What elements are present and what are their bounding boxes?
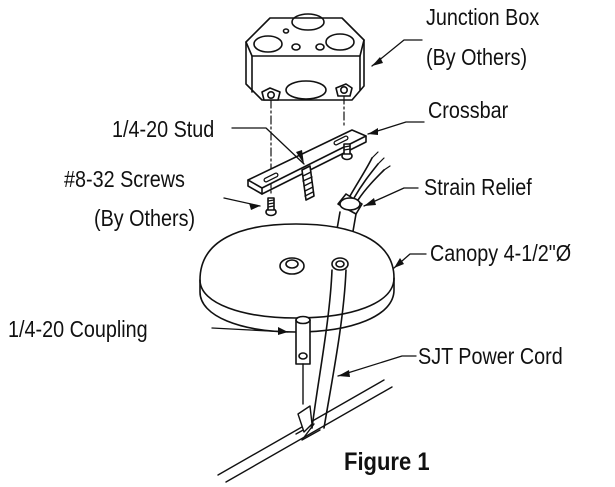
junction-box (245, 13, 365, 101)
junction-box-label-line1: Junction Box (426, 4, 540, 30)
power-cord (311, 269, 347, 429)
ceiling-break-lines (217, 379, 393, 483)
canopy-label: Canopy 4-1/2"Ø (430, 240, 572, 266)
figure-caption: Figure 1 (344, 448, 430, 476)
junction-box-label-line2: (By Others) (426, 44, 528, 70)
canopy (199, 223, 395, 333)
leader-lines (211, 39, 427, 377)
screws-label-line1: #8-32 Screws (64, 166, 185, 192)
strain-relief-label: Strain Relief (424, 174, 532, 200)
crossbar-label: Crossbar (428, 97, 509, 123)
coupling-label: 1/4-20 Coupling (8, 316, 148, 342)
power-cord-label: SJT Power Cord (418, 343, 563, 369)
crossbar (247, 129, 367, 195)
threaded-stud (301, 165, 315, 201)
stud-label: 1/4-20 Stud (112, 116, 215, 142)
mounting-screws (265, 143, 353, 217)
screws-label-line2: (By Others) (94, 205, 196, 231)
coupling (295, 315, 311, 405)
leader-arrowheads (249, 57, 404, 377)
